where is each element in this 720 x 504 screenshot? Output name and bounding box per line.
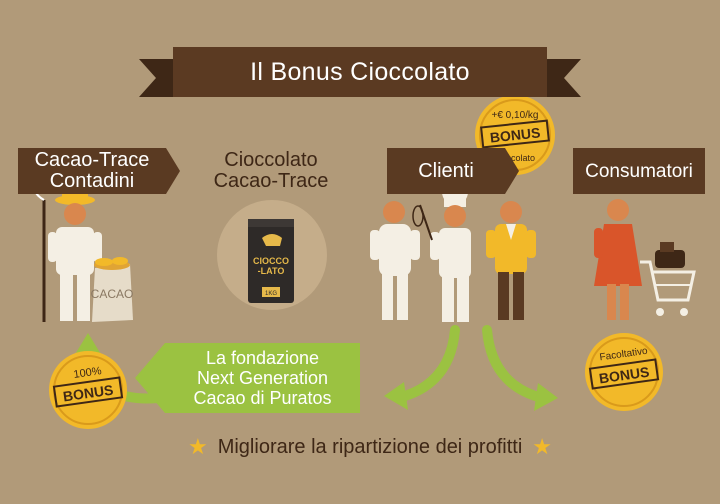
stage-label-clients: Clienti	[387, 148, 519, 194]
consumers-bonus-badge: Facoltativo BONUS	[585, 333, 663, 411]
to-consumers-arrow	[482, 325, 558, 411]
bag-text-1: CIOCCO	[253, 256, 289, 266]
clients-badge-top: +€ 0,10/kg	[492, 110, 539, 121]
bag-text-2: -LATO	[258, 266, 285, 276]
shopkeeper-illustration	[486, 201, 536, 320]
stage-label-farmers: Cacao-Trace Contadini	[18, 148, 180, 194]
worker-illustration	[370, 201, 420, 320]
farmers-badge-main: BONUS	[62, 382, 114, 405]
bag-weight: 1KG	[265, 291, 277, 297]
stage-label-chocolate: Cioccolato Cacao-Trace	[213, 149, 329, 192]
chef-illustration	[412, 179, 471, 322]
foundation-arrow-box: La fondazione Next Generation Cacao di P…	[135, 343, 360, 413]
farmers-badge-top: 100%	[73, 365, 103, 381]
star-icon: ★	[187, 434, 208, 459]
stage-label-consumers: Consumatori	[573, 148, 705, 194]
sack-text: CACAO	[91, 287, 134, 301]
footer-text: Migliorare la ripartizione dei profitti	[217, 435, 523, 458]
farmer-illustration	[34, 181, 102, 322]
page-title: Il Bonus Cioccolato	[139, 47, 581, 97]
consumers-badge-main: BONUS	[598, 364, 650, 387]
farmers-bonus-badge: 100% BONUS	[49, 351, 127, 429]
footer-tagline: ★ Migliorare la ripartizione dei profitt…	[170, 432, 570, 462]
page-title-text: Il Bonus Cioccolato	[250, 57, 470, 86]
clients-badge-main: BONUS	[489, 124, 541, 145]
consumer-illustration	[594, 199, 642, 320]
cacao-sack: CACAO	[91, 257, 134, 322]
to-foundation-arrow	[384, 325, 460, 410]
chocolate-bag-illustration: CIOCCO -LATO 1KG	[217, 200, 327, 310]
star-icon: ★	[532, 434, 553, 459]
shopping-cart-icon	[640, 242, 696, 316]
